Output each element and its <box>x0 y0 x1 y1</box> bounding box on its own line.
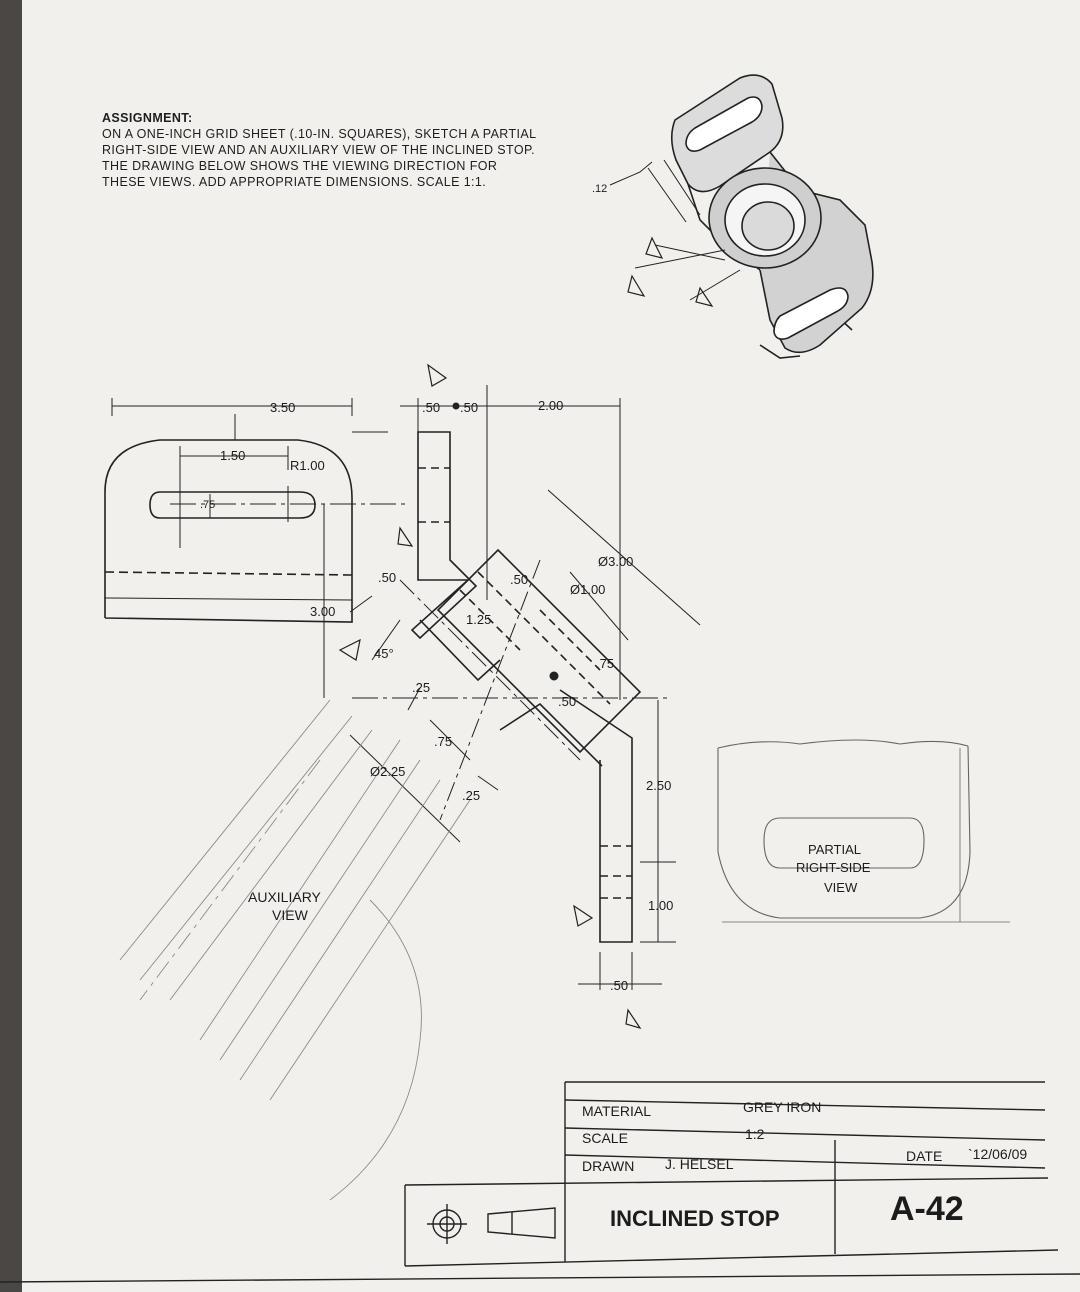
dimension-lines <box>111 363 701 1030</box>
assignment-line-4: THESE VIEWS. ADD APPROPRIATE DIMENSIONS.… <box>102 175 487 189</box>
material-value: GREY IRON <box>743 1099 822 1115</box>
dim-50-center: .50 <box>558 694 576 709</box>
dim-r1-00: R1.00 <box>290 458 325 473</box>
front-view <box>104 414 410 623</box>
paper-sheet <box>22 0 1080 1292</box>
date-value: `12/06/09 <box>968 1146 1028 1162</box>
dim-75-right: .75 <box>596 656 614 671</box>
dim-dia-3-00: Ø3.00 <box>598 554 633 569</box>
drawing-title: INCLINED STOP <box>610 1206 780 1231</box>
drawn-label: DRAWN <box>582 1158 635 1174</box>
scale-value: 1:2 <box>745 1126 765 1142</box>
dim-25-a: .25 <box>412 680 430 695</box>
drawing-number: A-42 <box>890 1190 964 1228</box>
dim-2-00: 2.00 <box>538 398 563 413</box>
inclined-view <box>352 385 672 943</box>
iso-dim-label: .12 <box>592 183 607 195</box>
dim-1-00: 1.00 <box>648 898 673 913</box>
dim-2-50: 2.50 <box>646 778 671 793</box>
scale-label: SCALE <box>582 1130 628 1146</box>
dim-75-front: .75 <box>200 499 215 511</box>
dim-50-top-a: .50 <box>422 400 440 415</box>
drawn-value: J. HELSEL <box>665 1156 734 1172</box>
dim-1-50: 1.50 <box>220 448 245 463</box>
dim-25-b: .25 <box>462 788 480 803</box>
assignment-line-3: THE DRAWING BELOW SHOWS THE VIEWING DIRE… <box>102 159 498 173</box>
title-block-frame <box>0 1081 1080 1283</box>
dim-dia-2-25: Ø2.25 <box>370 764 405 779</box>
aux-view-label-2: VIEW <box>272 907 309 923</box>
assignment-block: ASSIGNMENT: ON A ONE-INCH GRID SHEET (.1… <box>102 110 642 190</box>
aux-view-label-1: AUXILIARY <box>248 889 322 905</box>
dim-dia-1-00: Ø1.00 <box>570 582 605 597</box>
dim-1-25: 1.25 <box>466 612 491 627</box>
dim-50-bottom: .50 <box>610 978 628 993</box>
assignment-heading: ASSIGNMENT: <box>102 111 193 125</box>
isometric-pictorial <box>609 74 874 359</box>
projection-lines <box>119 699 471 1201</box>
dim-45-deg: 45° <box>374 646 394 661</box>
material-label: MATERIAL <box>582 1103 651 1119</box>
dim-50-inner: .50 <box>510 572 528 587</box>
assignment-line-2: RIGHT-SIDE VIEW AND AN AUXILIARY VIEW OF… <box>102 143 535 157</box>
projection-symbol-icon <box>427 1204 556 1244</box>
dim-50-left: .50 <box>378 570 396 585</box>
side-view-label-1: PARTIAL <box>808 842 861 857</box>
dim-50-top-b: .50 <box>460 400 478 415</box>
side-view-label-3: VIEW <box>824 880 858 895</box>
dim-75-lower: .75 <box>434 734 452 749</box>
dim-3-00: 3.00 <box>310 604 335 619</box>
dim-3-50: 3.50 <box>270 400 295 415</box>
date-label: DATE <box>906 1148 943 1164</box>
partial-right-side-view <box>717 739 1010 923</box>
assignment-line-1: ON A ONE-INCH GRID SHEET (.10-IN. SQUARE… <box>102 127 537 141</box>
side-view-label-2: RIGHT-SIDE <box>796 860 871 875</box>
